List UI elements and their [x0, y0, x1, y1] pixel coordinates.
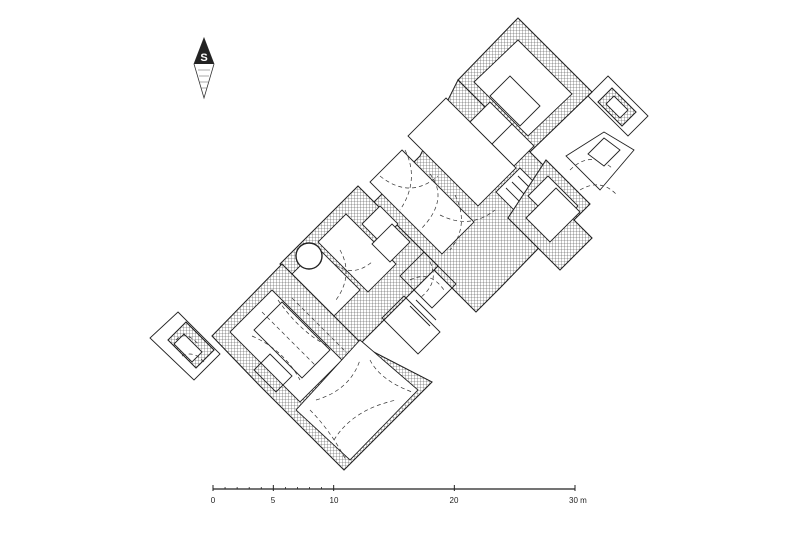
scale-label-0: 0 — [211, 496, 216, 505]
compass: S — [193, 36, 215, 100]
scale-bar: 0 5 10 20 30 m — [211, 485, 587, 505]
central-block — [279, 185, 457, 355]
circular-stair — [295, 242, 323, 270]
scale-label-30: 30 m — [569, 496, 587, 505]
scale-bar-minor-ticks — [224, 487, 323, 489]
annex-upper-right — [587, 75, 649, 137]
compass-letter: S — [200, 52, 207, 64]
scale-bar-ticks — [212, 485, 576, 491]
scale-label-20: 20 — [450, 496, 459, 505]
building-plan — [149, 17, 649, 471]
scale-label-5: 5 — [271, 496, 276, 505]
annex-left — [149, 311, 221, 381]
annex-right — [507, 131, 635, 271]
scale-label-10: 10 — [330, 496, 339, 505]
lower-block — [211, 263, 433, 471]
compass-north-half — [194, 38, 214, 64]
